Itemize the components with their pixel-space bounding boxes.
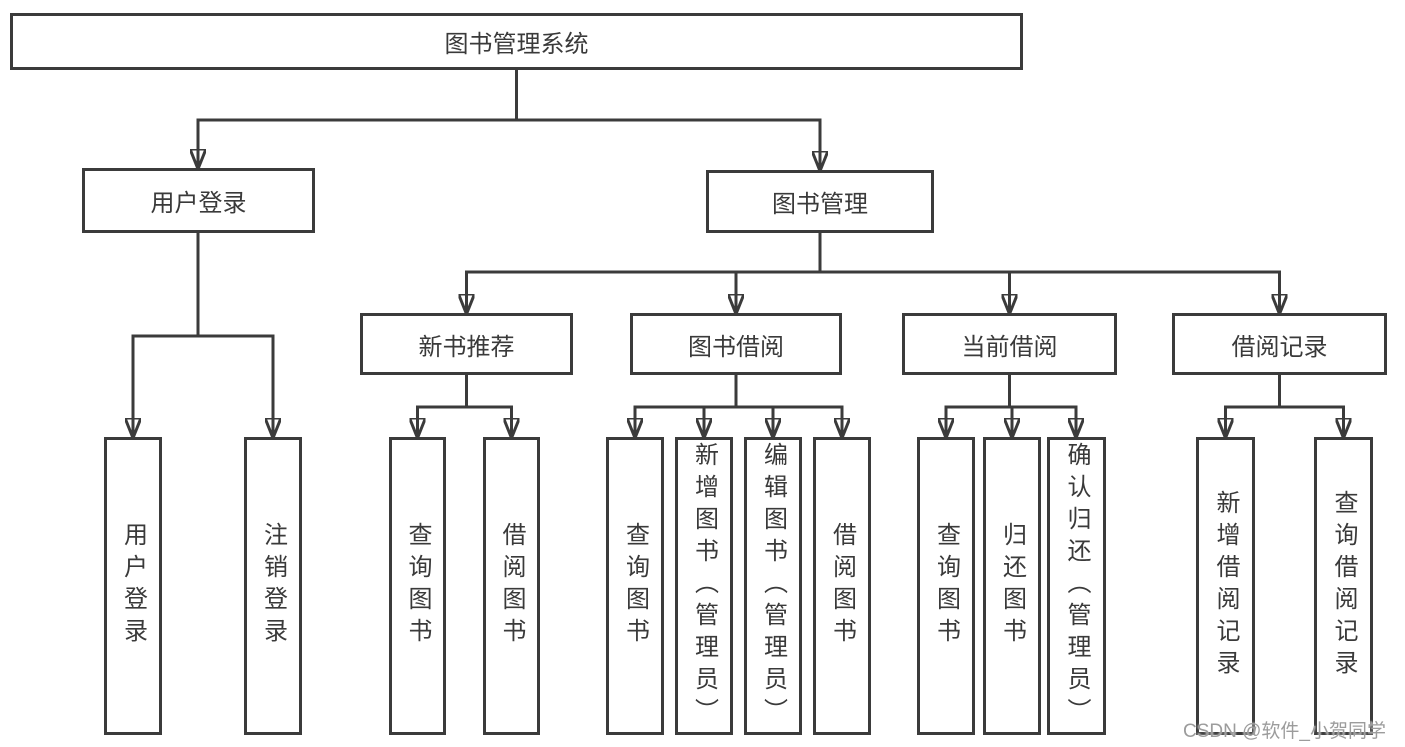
node-label: 借阅图书 — [828, 522, 856, 650]
node-label: 确认归还（管理员） — [1063, 442, 1090, 730]
node-leaf-current-confirm-return-admin: 确认归还（管理员） — [1047, 437, 1106, 735]
node-label: 查询借阅记录 — [1330, 490, 1357, 682]
node-label: 注销登录 — [259, 522, 287, 650]
node-current-borrow: 当前借阅 — [902, 313, 1117, 375]
node-label: 新增图书（管理员） — [690, 442, 718, 730]
edge-book-mgmt-bus — [465, 231, 1281, 274]
node-label: 图书借阅 — [688, 333, 784, 361]
node-leaf-newrec-query-books: 查询图书 — [389, 437, 446, 735]
node-leaf-borrow-edit-books-admin: 编辑图书（管理员） — [744, 437, 802, 735]
node-new-book-recommend: 新书推荐 — [360, 313, 573, 375]
node-leaf-borrow-add-books-admin: 新增图书（管理员） — [675, 437, 733, 735]
node-label: 用户登录 — [150, 190, 247, 217]
node-leaf-logout: 注销登录 — [244, 437, 302, 735]
node-book-borrow: 图书借阅 — [630, 313, 842, 375]
node-book-management: 图书管理 — [706, 170, 934, 233]
edge-new-rec-bus — [416, 373, 513, 409]
edge-borrow-bus — [633, 373, 844, 409]
node-label: 当前借阅 — [961, 333, 1058, 361]
node-label: 借阅记录 — [1231, 333, 1328, 361]
node-user-login: 用户登录 — [82, 168, 315, 233]
node-leaf-borrow-query-books: 查询图书 — [606, 437, 664, 735]
node-label: 图书管理系统 — [444, 31, 589, 58]
node-leaf-borrow-lend-books: 借阅图书 — [813, 437, 871, 735]
node-system-root: 图书管理系统 — [10, 13, 1023, 70]
node-leaf-newrec-borrow-books: 借阅图书 — [483, 437, 540, 735]
node-label: 用户登录 — [119, 522, 147, 650]
node-label: 新增借阅记录 — [1212, 490, 1239, 682]
node-label: 编辑图书（管理员） — [759, 442, 787, 730]
csdn-watermark: CSDN @软件_小贺同学 — [1183, 721, 1386, 742]
edge-root-bus — [196, 68, 822, 122]
node-label: 借阅图书 — [498, 522, 525, 650]
node-borrow-records: 借阅记录 — [1172, 313, 1387, 375]
edge-user-login-bus — [131, 231, 275, 338]
node-leaf-current-query-books: 查询图书 — [917, 437, 975, 735]
edge-current-bus — [944, 373, 1078, 409]
node-leaf-current-return-books: 归还图书 — [983, 437, 1041, 735]
edge-records-bus — [1224, 373, 1345, 409]
node-label: 新书推荐 — [418, 333, 515, 361]
node-label: 图书管理 — [772, 191, 868, 218]
node-label: 查询图书 — [621, 522, 649, 650]
node-leaf-records-query-record: 查询借阅记录 — [1314, 437, 1373, 735]
node-label: 查询图书 — [404, 522, 431, 650]
node-leaf-user-login: 用户登录 — [104, 437, 162, 735]
node-label: 查询图书 — [932, 522, 960, 650]
node-label: 归还图书 — [998, 522, 1026, 650]
node-leaf-records-add-record: 新增借阅记录 — [1196, 437, 1255, 735]
